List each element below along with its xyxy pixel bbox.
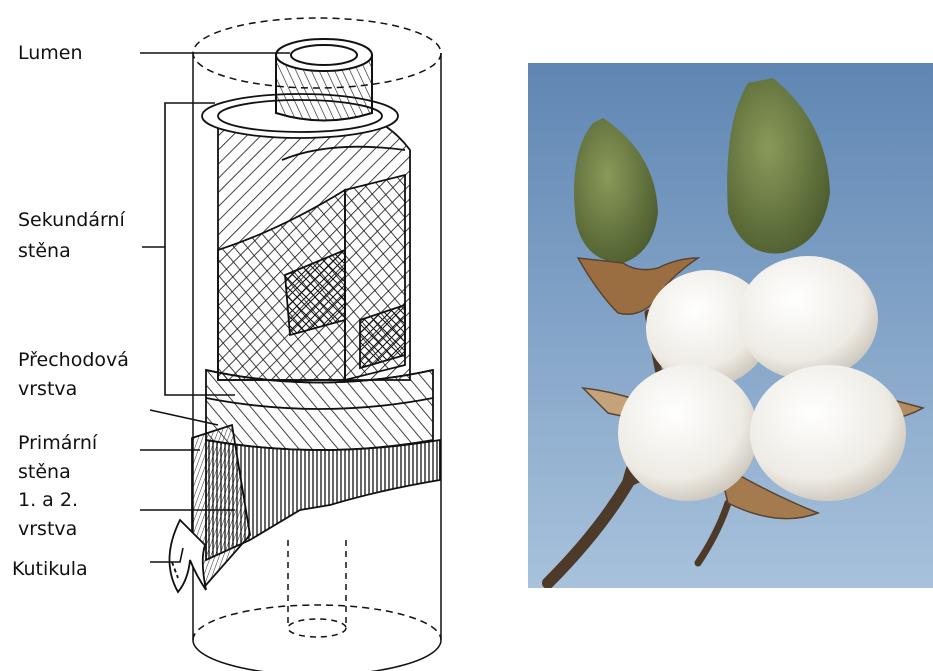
secondary-wall: [202, 94, 410, 380]
lumen-tube: [276, 39, 372, 121]
transition-layer: [206, 370, 433, 450]
cotton-boll-photo: [528, 63, 933, 588]
cotton-fiber-diagram: [0, 0, 520, 671]
